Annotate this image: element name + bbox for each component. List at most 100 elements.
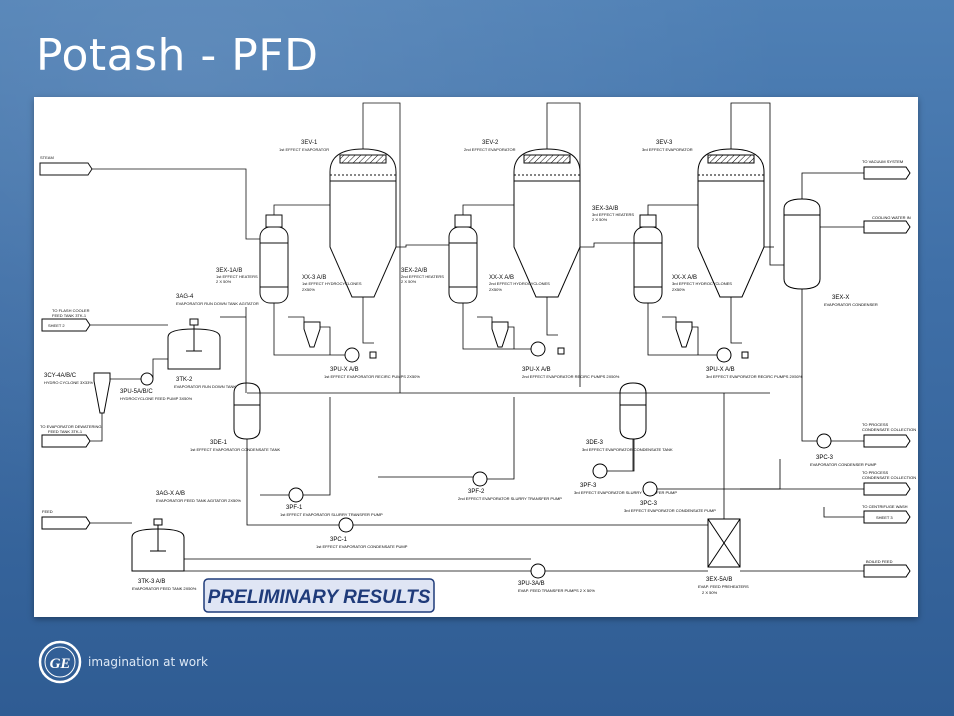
pc3-name: EVAPORATOR CONDENSER PUMP: [810, 462, 877, 467]
recirc-pump-2: 3PU-X A/B 2nd EFFECT EVAPORATOR RECIRC P…: [522, 341, 620, 379]
steam-label: STEAM: [40, 155, 54, 160]
cooling-water-label: COOLING WATER IN: [872, 215, 911, 220]
dewater-label-2: FEED TANK 3TK-1: [48, 429, 83, 434]
boiled-feed-label: BOILED FEED: [866, 559, 893, 564]
connector-boiled-feed: BOILED FEED: [863, 559, 911, 578]
ex1-tag: 3EX-1A/B: [216, 268, 242, 274]
slurry-pump-3: 3PF-3 3rd EFFECT EVAPORATOR SLURRY TRANS…: [574, 463, 677, 495]
pfd-diagram-panel: 3EV-1 1st EFFECT EVAPORATOR 3EX-1A/B 1st…: [34, 97, 918, 617]
xx3-name: 3rd EFFECT HYDROCYCLONES: [672, 281, 732, 286]
condensate-tank-1: 3DE-1 1st EFFECT EVAPORATOR CONDENSATE T…: [190, 382, 280, 452]
ex2-tag: 3EX-2A/B: [401, 268, 427, 274]
footer-tagline: imagination at work: [88, 655, 208, 669]
xx3-sub: 2X50%: [672, 287, 685, 292]
condensate-pump-3: 3PC-3 3rd EFFECT EVAPORATOR CONDENSATE P…: [624, 481, 716, 513]
ge-logo: GE: [38, 640, 82, 684]
xx2-sub: 2X50%: [489, 287, 502, 292]
pu4-tag: 3PU-3A/B: [518, 581, 545, 587]
xx2-tag: XX-X A/B: [489, 275, 514, 281]
hydrocyclone-1: XX-3 A/B 1st EFFECT HYDROCYCLONES 2X50%: [302, 275, 362, 348]
pu1-tag: 3PU-X A/B: [330, 367, 359, 373]
pf2-name: 2nd EFFECT EVAPORATOR SLURRY TRANSFER PU…: [458, 496, 562, 501]
slurry-pump-1: 3PF-1 1st EFFECT EVAPORATOR SLURRY TRANS…: [280, 487, 383, 517]
tk2-tag: 3TK-2: [176, 377, 193, 383]
feed-tank: 3AG-X A/B EVAPORATOR FEED TANK AGITATOR …: [131, 491, 241, 591]
centrifuge-sheet: SHEET 3: [876, 515, 893, 520]
pf1-name: 1st EFFECT EVAPORATOR SLURRY TRANSFER PU…: [280, 512, 383, 517]
flash-cooler-label-1: TO FLASH COOLER: [52, 308, 90, 313]
xx1-tag: XX-3 A/B: [302, 275, 326, 281]
evaporator-3: 3EV-3 3rd EFFECT EVAPORATOR: [642, 140, 765, 298]
hydro-cyclone-feed: 3CY-4A/B/C HYDRO CYCLONE 3X33% 3PU-5A/B/…: [44, 372, 193, 414]
ag4-name: EVAPORATOR RUN DOWN TANK AGITATOR: [176, 301, 259, 306]
ev2-name: 2nd EFFECT EVAPORATOR: [464, 147, 516, 152]
process-1-label: TO PROCESS: [862, 422, 888, 427]
ev1-name: 1st EFFECT EVAPORATOR: [279, 147, 329, 152]
evaporator-1: 3EV-1 1st EFFECT EVAPORATOR: [279, 140, 397, 298]
ex2-name: 2nd EFFECT HEATERS: [401, 274, 444, 279]
ex5-tag: 3EX-5A/B: [706, 577, 732, 583]
recirc-pump-3: 3PU-X A/B 3rd EFFECT EVAPORATOR RECIRC P…: [706, 347, 803, 379]
xx1-sub: 2X50%: [302, 287, 315, 292]
ev3-tag: 3EV-3: [656, 140, 673, 146]
connector-evap-dewatering: TO EVAPORATOR DEWATERING FEED TANK 3TK-1: [40, 424, 102, 448]
vacuum-label: TO VACUUM SYSTEM: [862, 159, 903, 164]
feed-label: FEED: [42, 509, 53, 514]
heater-2: 3EX-2A/B 2nd EFFECT HEATERS 2 X 50%: [401, 214, 478, 304]
pu1-name: 1st EFFECT EVAPORATOR RECIRC PUMPS 2X50%: [324, 374, 420, 379]
connector-process-2: TO PROCESS CONDENSATE COLLECTION: [862, 470, 916, 496]
xx3-tag: XX-X A/B: [672, 275, 697, 281]
de3-name: 3rd EFFECT EVAPORATOR CONDENSATE TANK: [582, 447, 673, 452]
pu3-tag: 3PU-X A/B: [706, 367, 735, 373]
flash-cooler-label-2: FEED TANK 3TK-1: [52, 313, 87, 318]
slide-title: Potash - PFD: [36, 30, 319, 81]
ex3-name: 3rd EFFECT HEATERS: [592, 212, 634, 217]
connector-vacuum: TO VACUUM SYSTEM: [862, 159, 911, 180]
ev1-tag: 3EV-1: [301, 140, 318, 146]
connector-flash-cooler: TO FLASH COOLER FEED TANK 3TK-1 SHEET 2: [41, 308, 91, 332]
xx1-name: 1st EFFECT HYDROCYCLONES: [302, 281, 362, 286]
de1-name: 1st EFFECT EVAPORATOR CONDENSATE TANK: [190, 447, 280, 452]
feed-preheater: 3EX-5A/B EVAP. FEED PREHEATERS 2 X 50%: [698, 518, 749, 595]
ag4-tag: 3AG-4: [176, 294, 194, 300]
heater-3: 3EX-3A/B 3rd EFFECT HEATERS 2 X 50%: [592, 206, 663, 304]
pu3-name: 3rd EFFECT EVAPORATOR RECIRC PUMPS 2X50%: [706, 374, 803, 379]
evaporator-condenser: 3EX-X EVAPORATOR CONDENSER: [783, 198, 878, 307]
hydrocyclone-2: XX-X A/B 2nd EFFECT HYDROCYCLONES 2X50%: [489, 275, 550, 348]
pf2-tag: 3PF-2: [468, 489, 485, 495]
run-down-tank: 3AG-4 EVAPORATOR RUN DOWN TANK AGITATOR …: [167, 294, 259, 389]
hydrocyclone-3: XX-X A/B 3rd EFFECT HYDROCYCLONES 2X50%: [672, 275, 732, 348]
ex1-name: 1st EFFECT HEATERS: [216, 274, 258, 279]
condensate-pump-1: 3PC-1 1st EFFECT EVAPORATOR CONDENSATE P…: [316, 517, 408, 549]
tk3-tag: 3TK-3 A/B: [138, 579, 165, 585]
pc3b-name: 3rd EFFECT EVAPORATOR CONDENSATE PUMP: [624, 508, 716, 513]
feed-transfer-pump: 3PU-3A/B EVAP. FEED TRANSFER PUMPS 2 X 5…: [518, 563, 595, 593]
pu2-tag: 3PU-X A/B: [522, 367, 551, 373]
connector-feed: FEED: [41, 509, 91, 530]
dewater-label-1: TO EVAPORATOR DEWATERING: [40, 424, 102, 429]
pu4-name: EVAP. FEED TRANSFER PUMPS 2 X 50%: [518, 588, 595, 593]
pc1-tag: 3PC-1: [330, 537, 348, 543]
process-1-label-b: CONDENSATE COLLECTION: [862, 427, 916, 432]
pc1-name: 1st EFFECT EVAPORATOR CONDENSATE PUMP: [316, 544, 408, 549]
evaporator-2: 3EV-2 2nd EFFECT EVAPORATOR: [464, 140, 581, 298]
recirc-pump-1: 3PU-X A/B 1st EFFECT EVAPORATOR RECIRC P…: [324, 347, 420, 379]
cy-tag: 3CY-4A/B/C: [44, 373, 77, 379]
tk2-name: EVAPORATOR RUN DOWN TANK: [174, 384, 236, 389]
condenser-name: EVAPORATOR CONDENSER: [824, 302, 878, 307]
condenser-tag: 3EX-X: [832, 295, 849, 301]
pf3-name: 3rd EFFECT EVAPORATOR SLURRY TRANSFER PU…: [574, 490, 677, 495]
ag3-tag: 3AG-X A/B: [156, 491, 185, 497]
process-2-label-b: CONDENSATE COLLECTION: [862, 475, 916, 480]
de1-tag: 3DE-1: [210, 440, 228, 446]
xx2-name: 2nd EFFECT HYDROCYCLONES: [489, 281, 550, 286]
pu5-tag: 3PU-5A/B/C: [120, 389, 153, 395]
pu2-name: 2nd EFFECT EVAPORATOR RECIRC PUMPS 2X50%: [522, 374, 620, 379]
process-flow-diagram: 3EV-1 1st EFFECT EVAPORATOR 3EX-1A/B 1st…: [39, 102, 916, 613]
connector-steam: STEAM: [39, 155, 93, 176]
ge-logo-text: GE: [50, 656, 71, 672]
flash-cooler-sheet: SHEET 2: [48, 323, 65, 328]
process-piping: [90, 102, 864, 572]
tk3-name: EVAPORATOR FEED TANK 2X50%: [132, 586, 197, 591]
heater-1: 3EX-1A/B 1st EFFECT HEATERS 2 X 50%: [216, 214, 289, 304]
